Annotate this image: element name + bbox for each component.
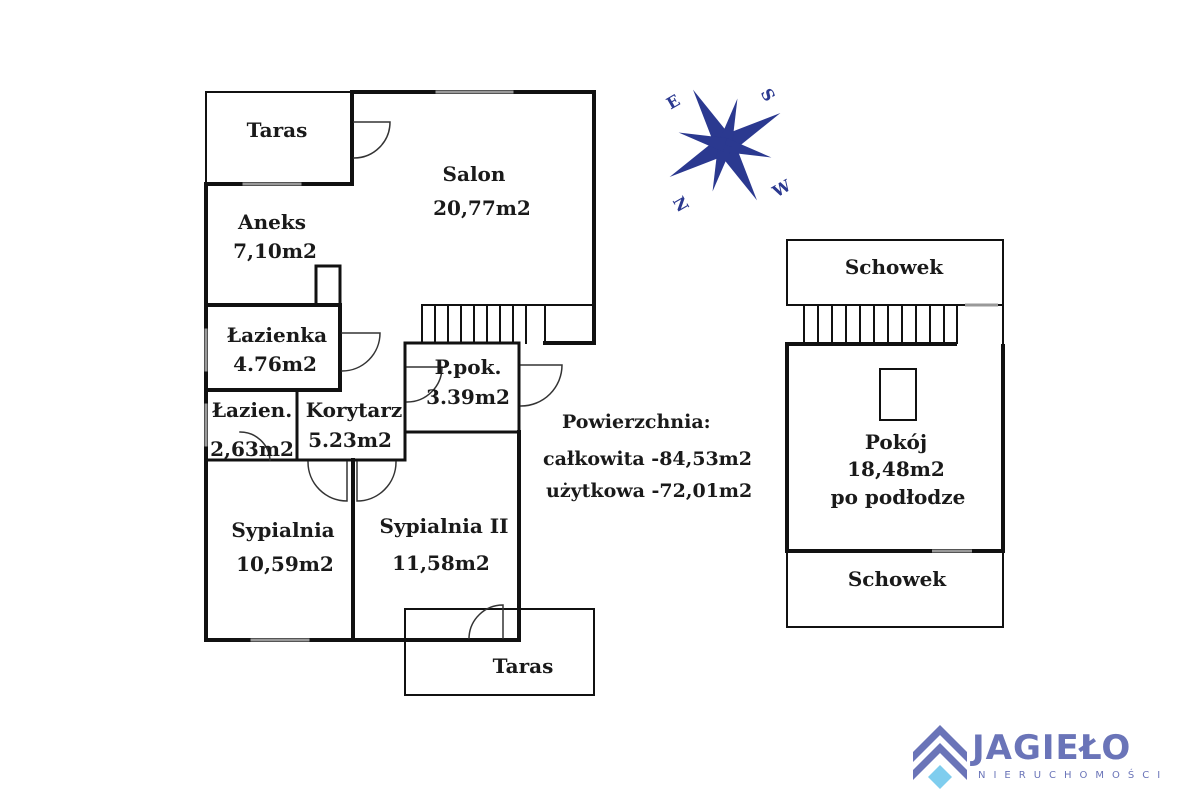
room-area-korytarz: 5.23m2 [308,428,392,452]
area-summary-usable: użytkowa -72,01m2 [546,480,753,502]
brand-name: JAGIEŁO [972,728,1132,768]
compass-label-e: E [663,91,683,114]
room-label-schowek-bottom: Schowek [847,567,947,591]
room-label-aneks: Aneks [238,210,306,234]
stairs-ground [421,304,595,344]
skylight [879,368,917,421]
room-label-lazien: Łazien. [211,398,293,422]
area-summary-title: Powierzchnia: [562,411,711,433]
compass-label-n: N [669,193,693,215]
windows [204,90,514,642]
room-label-taras-top: Taras [246,118,308,142]
room-note-pokoj: po podłodze [830,485,966,509]
room-label-lazienka: Łazienka [226,323,328,347]
room-label-salon: Salon [442,162,506,186]
terrace-bottom-outline [404,608,595,696]
doors [239,121,563,639]
ground-floor [204,90,596,696]
room-label-schowek-top: Schowek [844,255,944,279]
room-area-sypialnia: 10,59m2 [236,552,334,576]
compass-label-w: W [768,175,795,201]
brand-subtitle: NIERUCHOMOŚCI [978,770,1169,781]
attic-floor [785,239,1005,628]
room-area-sypialnia2: 11,58m2 [392,551,490,575]
room-label-taras-bottom: Taras [492,654,554,678]
schowek-bottom-outline [786,550,1004,628]
room-area-lazienka: 4.76m2 [233,352,317,376]
room-area-pokoj: 18,48m2 [847,457,945,481]
logo-mark [913,725,967,789]
room-label-korytarz: Korytarz [305,398,403,422]
room-label-sypialnia: Sypialnia [231,518,335,542]
compass-label-s: S [757,85,779,105]
room-area-lazien: 2,63m2 [210,437,294,461]
room-area-aneks: 7,10m2 [233,239,317,263]
room-area-salon: 20,77m2 [433,196,531,220]
room-label-pokoj: Pokój [864,430,928,454]
room-area-ppok: 3.39m2 [426,385,510,409]
room-label-ppok: P.pok. [434,355,502,379]
aneks-bottom-wall [204,303,342,392]
compass-rose [669,89,781,201]
area-summary-total: całkowita -84,53m2 [543,448,753,470]
schowek-top-outline [786,239,1004,306]
compass-major-points [669,89,781,201]
room-label-sypialnia2: Sypialnia II [379,514,509,538]
stairs-attic [803,305,958,344]
kitchen-column [314,264,342,307]
